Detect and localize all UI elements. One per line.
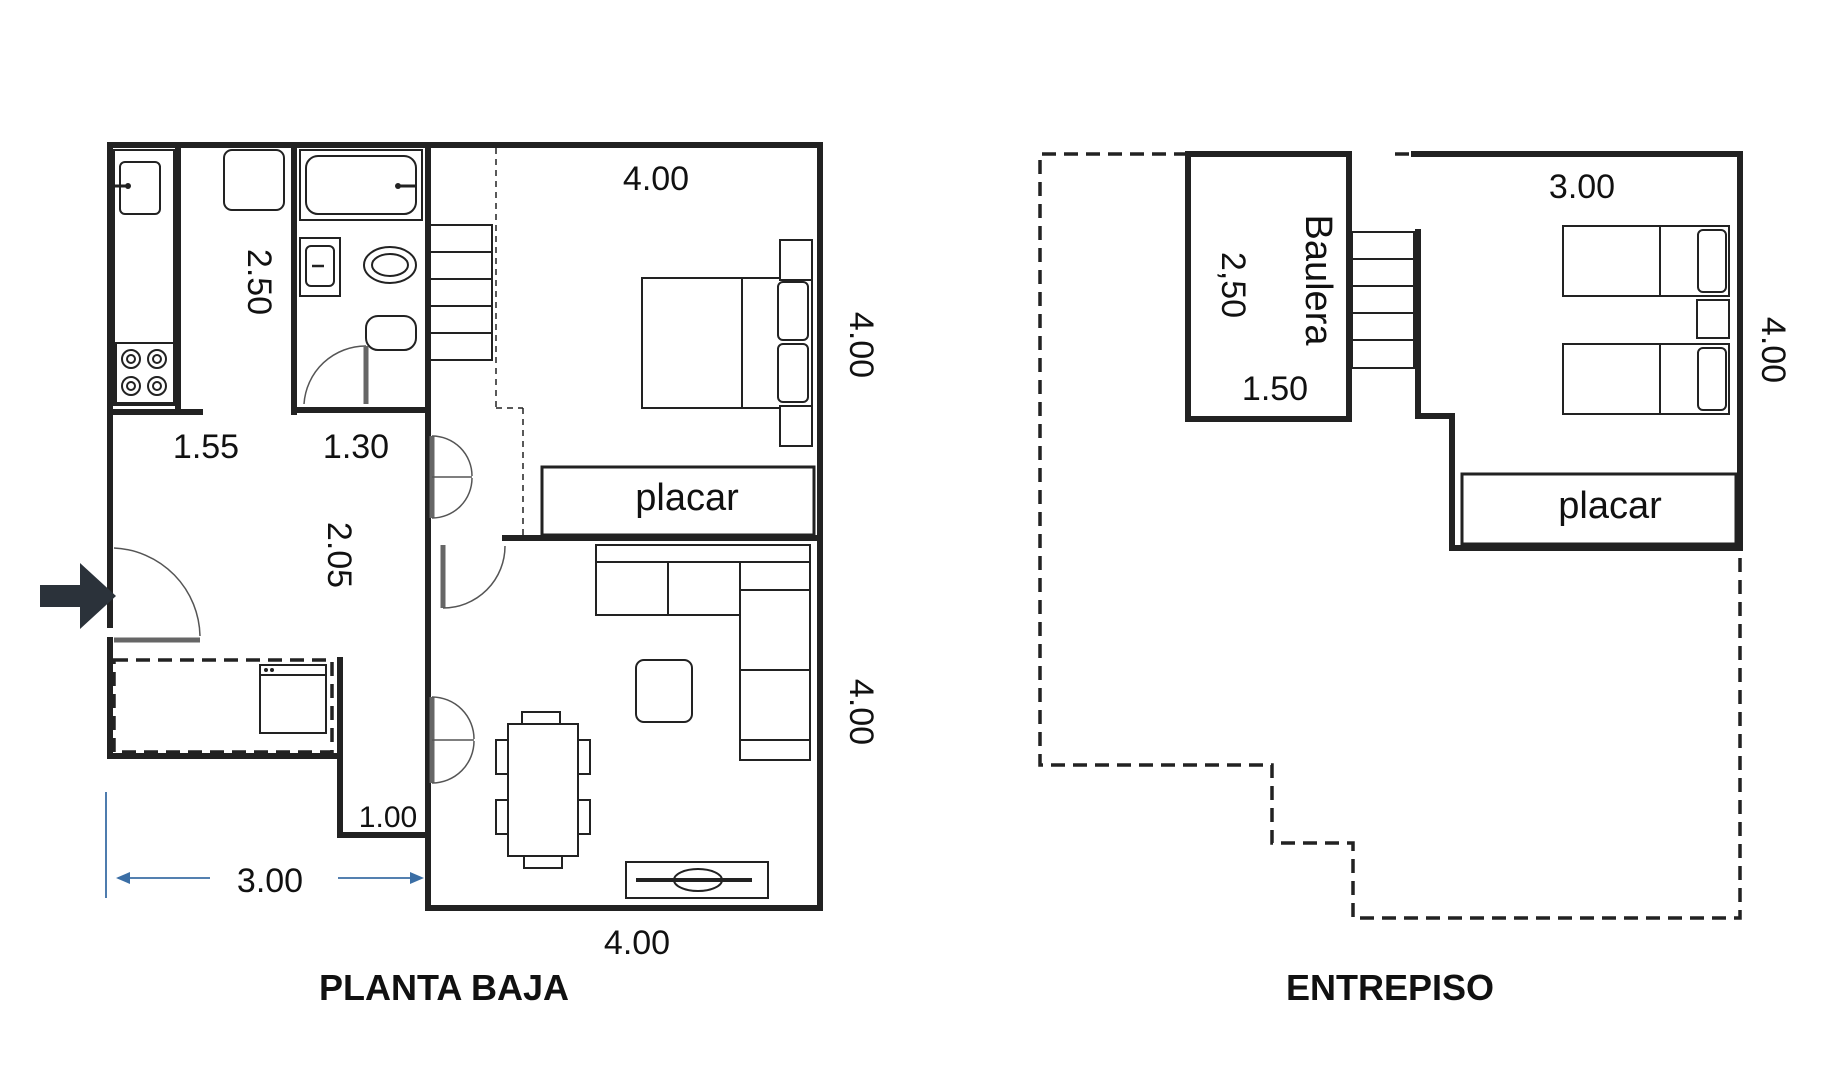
nightstand xyxy=(1696,299,1730,339)
bedroom-closet xyxy=(540,465,816,537)
entry-door[interactable] xyxy=(113,547,201,643)
mezzanine-stairs xyxy=(1351,231,1415,369)
dim-step-width: 1.00 xyxy=(359,801,417,834)
ground-floor-title: PLANTA BAJA xyxy=(319,967,569,1008)
living-door[interactable] xyxy=(429,696,475,784)
dim-mezzanine-room-depth: 4.00 xyxy=(1754,317,1792,383)
single-bed xyxy=(1562,343,1730,415)
dim-total-width-line xyxy=(105,792,424,898)
tv-unit xyxy=(625,861,769,899)
mezzanine-plan: Baulera 2,50 1.50 placar 3.00 xyxy=(1038,151,1792,1008)
dim-bathroom-depth: 2.50 xyxy=(240,249,278,315)
bedroom-door[interactable] xyxy=(440,545,506,609)
bathtub-icon xyxy=(299,149,423,221)
stairs xyxy=(429,224,493,361)
stove-icon xyxy=(115,342,175,404)
mezzanine-room-wall xyxy=(1411,151,1743,551)
toilet-icon xyxy=(363,246,417,351)
ground-outer-wall xyxy=(107,142,823,911)
dining-table xyxy=(495,711,591,869)
dim-storage-depth: 2,50 xyxy=(1214,252,1252,318)
refrigerator xyxy=(223,149,285,211)
mezzanine-void-outline xyxy=(1038,152,1742,920)
single-bed xyxy=(1562,225,1730,297)
dim-kitchen-width: 1.55 xyxy=(173,428,239,466)
dim-living-depth: 4.00 xyxy=(842,679,880,745)
ground-floor-plan: placar xyxy=(40,142,880,1008)
dim-storage-width: 1.50 xyxy=(1242,370,1308,408)
bathroom xyxy=(299,149,423,405)
kitchen xyxy=(113,149,175,406)
dim-hall-depth: 2.05 xyxy=(320,522,358,588)
storage-room xyxy=(1185,151,1352,422)
sofa xyxy=(595,544,811,761)
dim-bedroom-depth: 4.00 xyxy=(842,312,880,378)
sink-icon xyxy=(299,237,341,297)
bathroom-door-swing xyxy=(303,345,367,405)
dim-living-width: 4.00 xyxy=(604,924,670,962)
mezzanine-closet xyxy=(1460,472,1738,546)
dim-bathroom-width: 1.30 xyxy=(323,428,389,466)
bedroom-closet-label: placar xyxy=(635,477,739,519)
dim-total-width: 3.00 xyxy=(237,862,303,900)
storage-label: Baulera xyxy=(1297,215,1339,347)
mezzanine-title: ENTREPISO xyxy=(1286,967,1494,1008)
entry-arrow-icon xyxy=(40,563,116,629)
mezzanine-closet-label: placar xyxy=(1558,485,1662,527)
bed xyxy=(641,239,813,447)
hall-closet-door[interactable] xyxy=(429,435,473,519)
armchair xyxy=(635,659,693,723)
dim-bedroom-width: 4.00 xyxy=(623,160,689,198)
stairs-outline xyxy=(429,224,493,361)
dim-mezzanine-room-width: 3.00 xyxy=(1549,168,1615,206)
washing-machine-icon xyxy=(259,664,327,734)
sink-icon xyxy=(114,161,161,215)
living-room xyxy=(495,544,811,899)
laundry-area xyxy=(112,658,334,754)
bedroom: placar xyxy=(540,239,816,537)
